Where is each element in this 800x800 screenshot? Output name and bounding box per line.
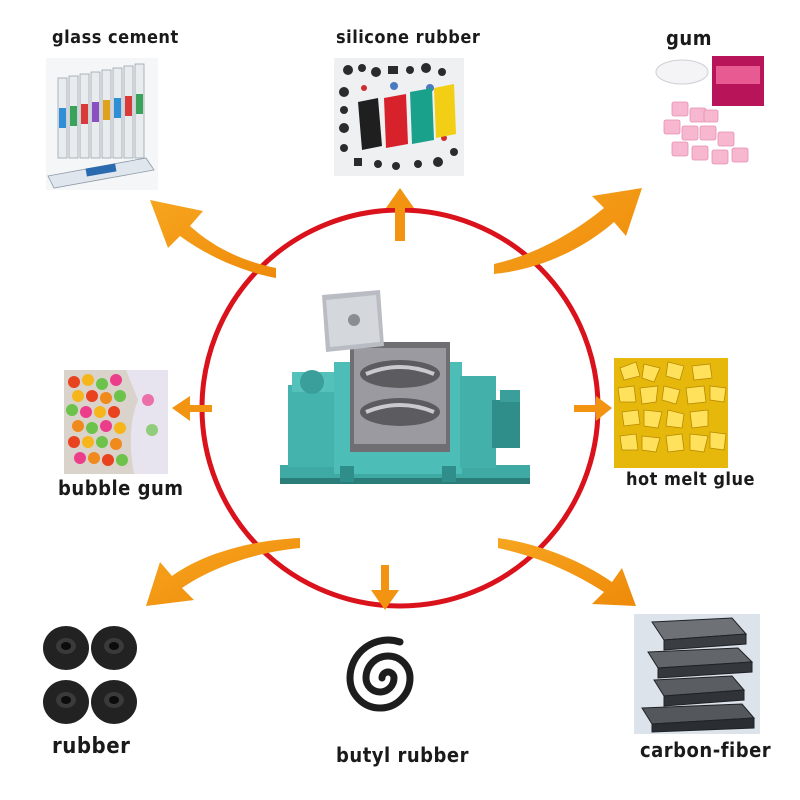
arrow-up [386, 188, 414, 241]
image-carbon-fiber [634, 614, 760, 734]
label-hot-melt-glue: hot melt glue [626, 469, 755, 490]
gum-bottle-icon [642, 56, 764, 176]
image-rubber [40, 622, 140, 730]
machine-icon [280, 290, 530, 484]
butyl-coil-icon [332, 618, 444, 732]
label-silicone-rubber: silicone rubber [336, 27, 481, 48]
rubber-rings-icon [40, 622, 140, 730]
image-glass-cement [46, 58, 158, 190]
carbon-blocks-icon [634, 614, 760, 734]
sealant-tubes-icon [46, 58, 158, 190]
label-rubber: rubber [52, 734, 131, 759]
label-carbon-fiber: carbon-fiber [640, 738, 772, 762]
arrow-lower-right [498, 538, 636, 606]
image-gum [642, 56, 764, 176]
arrow-upper-left [150, 200, 276, 278]
image-hot-melt-glue [614, 358, 728, 468]
candy-pile-icon [64, 370, 168, 474]
arrow-lower-left [146, 538, 300, 606]
image-butyl-rubber [332, 618, 444, 732]
arrow-down [371, 565, 399, 610]
kneader-machine [270, 290, 538, 500]
arrow-right [574, 396, 612, 421]
label-bubble-gum: bubble gum [58, 476, 184, 500]
label-gum: gum [666, 26, 712, 50]
glue-granules-icon [614, 358, 728, 468]
label-glass-cement: glass cement [52, 27, 179, 48]
silicone-parts-icon [334, 58, 464, 176]
arrow-left [172, 396, 212, 421]
label-butyl-rubber: butyl rubber [336, 743, 469, 767]
arrow-upper-right [494, 188, 642, 274]
image-bubble-gum [64, 370, 168, 474]
image-silicone-rubber [334, 58, 464, 176]
